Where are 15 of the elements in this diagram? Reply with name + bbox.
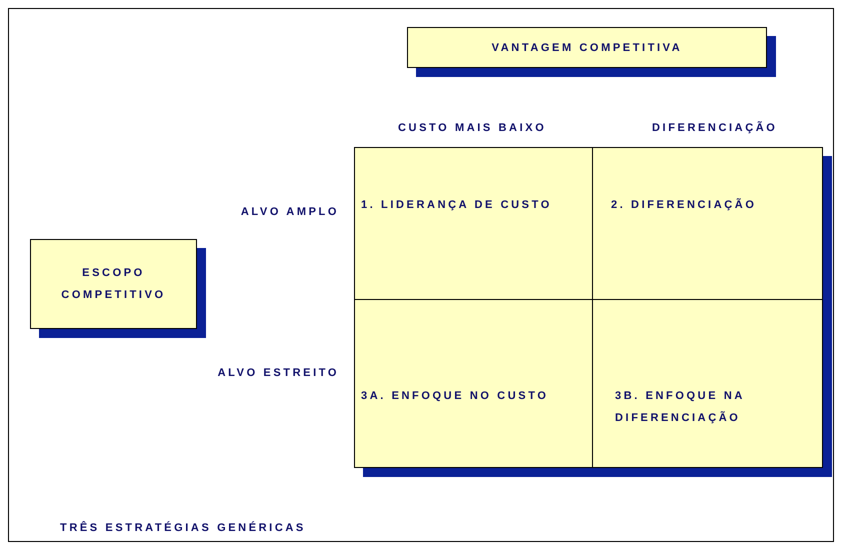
strategy-label: 2. DIFERENCIAÇÃO — [611, 197, 758, 213]
strategy-label: 1. LIDERANÇA DE CUSTO — [361, 198, 553, 213]
caption: TRÊS ESTRATÉGIAS GENÉRICAS — [60, 520, 306, 536]
strategy-label: 3A. ENFOQUE NO CUSTO — [361, 389, 550, 404]
column-header: CUSTO MAIS BAIXO — [398, 121, 546, 136]
row-header: ALVO AMPLO — [240, 205, 339, 220]
matrix-cell — [592, 299, 823, 468]
row-header: ALVO ESTREITO — [218, 366, 339, 381]
matrix-cell — [354, 299, 593, 468]
strategy-label: 3B. ENFOQUE NA DIFERENCIAÇÃO — [615, 389, 746, 426]
heading-text: VANTAGEM COMPETITIVA — [490, 41, 684, 56]
matrix-cell — [354, 147, 593, 300]
column-header: DIFERENCIAÇÃO — [652, 120, 778, 136]
heading-text: ESCOPO COMPETITIVO — [60, 266, 167, 303]
matrix-cell — [592, 147, 823, 300]
